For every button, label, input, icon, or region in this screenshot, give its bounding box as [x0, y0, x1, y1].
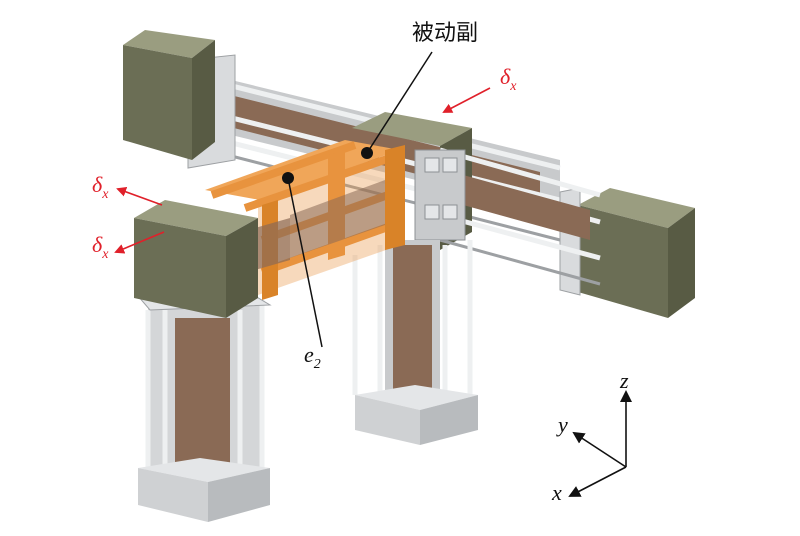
passive-pair-callout: 被动副 [361, 21, 478, 159]
delta-x-arrow-left-lower: δx [92, 231, 165, 262]
e2-label: e2 [304, 342, 321, 372]
axis-x-label: x [551, 480, 562, 505]
concrete-block-right [559, 187, 695, 318]
orange-frame [205, 140, 405, 300]
center-column [352, 240, 478, 445]
delta-x-arrow-left-upper: δx [92, 172, 163, 206]
delta-x-label-left-upper: δx [92, 172, 109, 202]
axis-y-label: y [556, 412, 568, 437]
delta-x-label-right: δx [500, 64, 517, 94]
concrete-block-front-left [134, 200, 258, 318]
e2-point [282, 172, 294, 184]
delta-x-arrow-right: δx [442, 64, 517, 113]
passive-pair-label: 被动副 [412, 21, 478, 46]
right-beam-rods [414, 147, 601, 286]
concrete-block-back-left [123, 30, 215, 160]
axis-z-label: z [619, 368, 629, 393]
axes-triad: z y x [551, 368, 632, 505]
front-left-column [136, 295, 272, 522]
e2-callout: e2 [282, 172, 323, 372]
passive-pair-point [361, 147, 373, 159]
delta-x-label-left-lower: δx [92, 232, 109, 262]
